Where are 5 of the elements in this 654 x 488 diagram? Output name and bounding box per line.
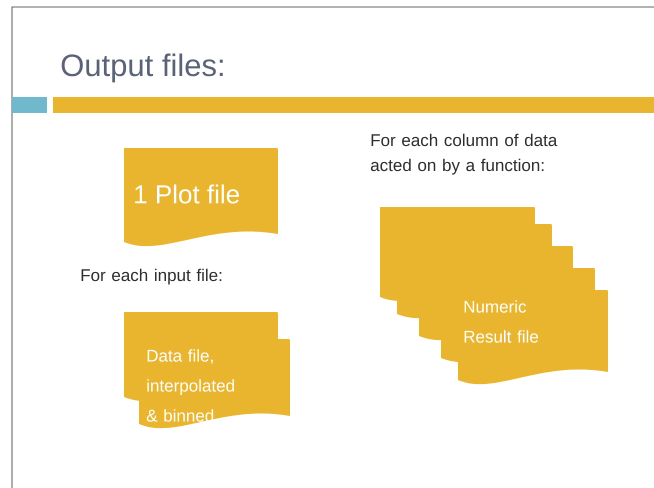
slide-title: Output files: bbox=[62, 54, 223, 82]
node-label: Data file, interpolated & binned bbox=[146, 349, 234, 422]
section-label: For each column of data acted on by a function: bbox=[370, 134, 558, 175]
section-label: For each input file: bbox=[82, 268, 222, 285]
node-label: Numeric Result file bbox=[464, 300, 538, 343]
